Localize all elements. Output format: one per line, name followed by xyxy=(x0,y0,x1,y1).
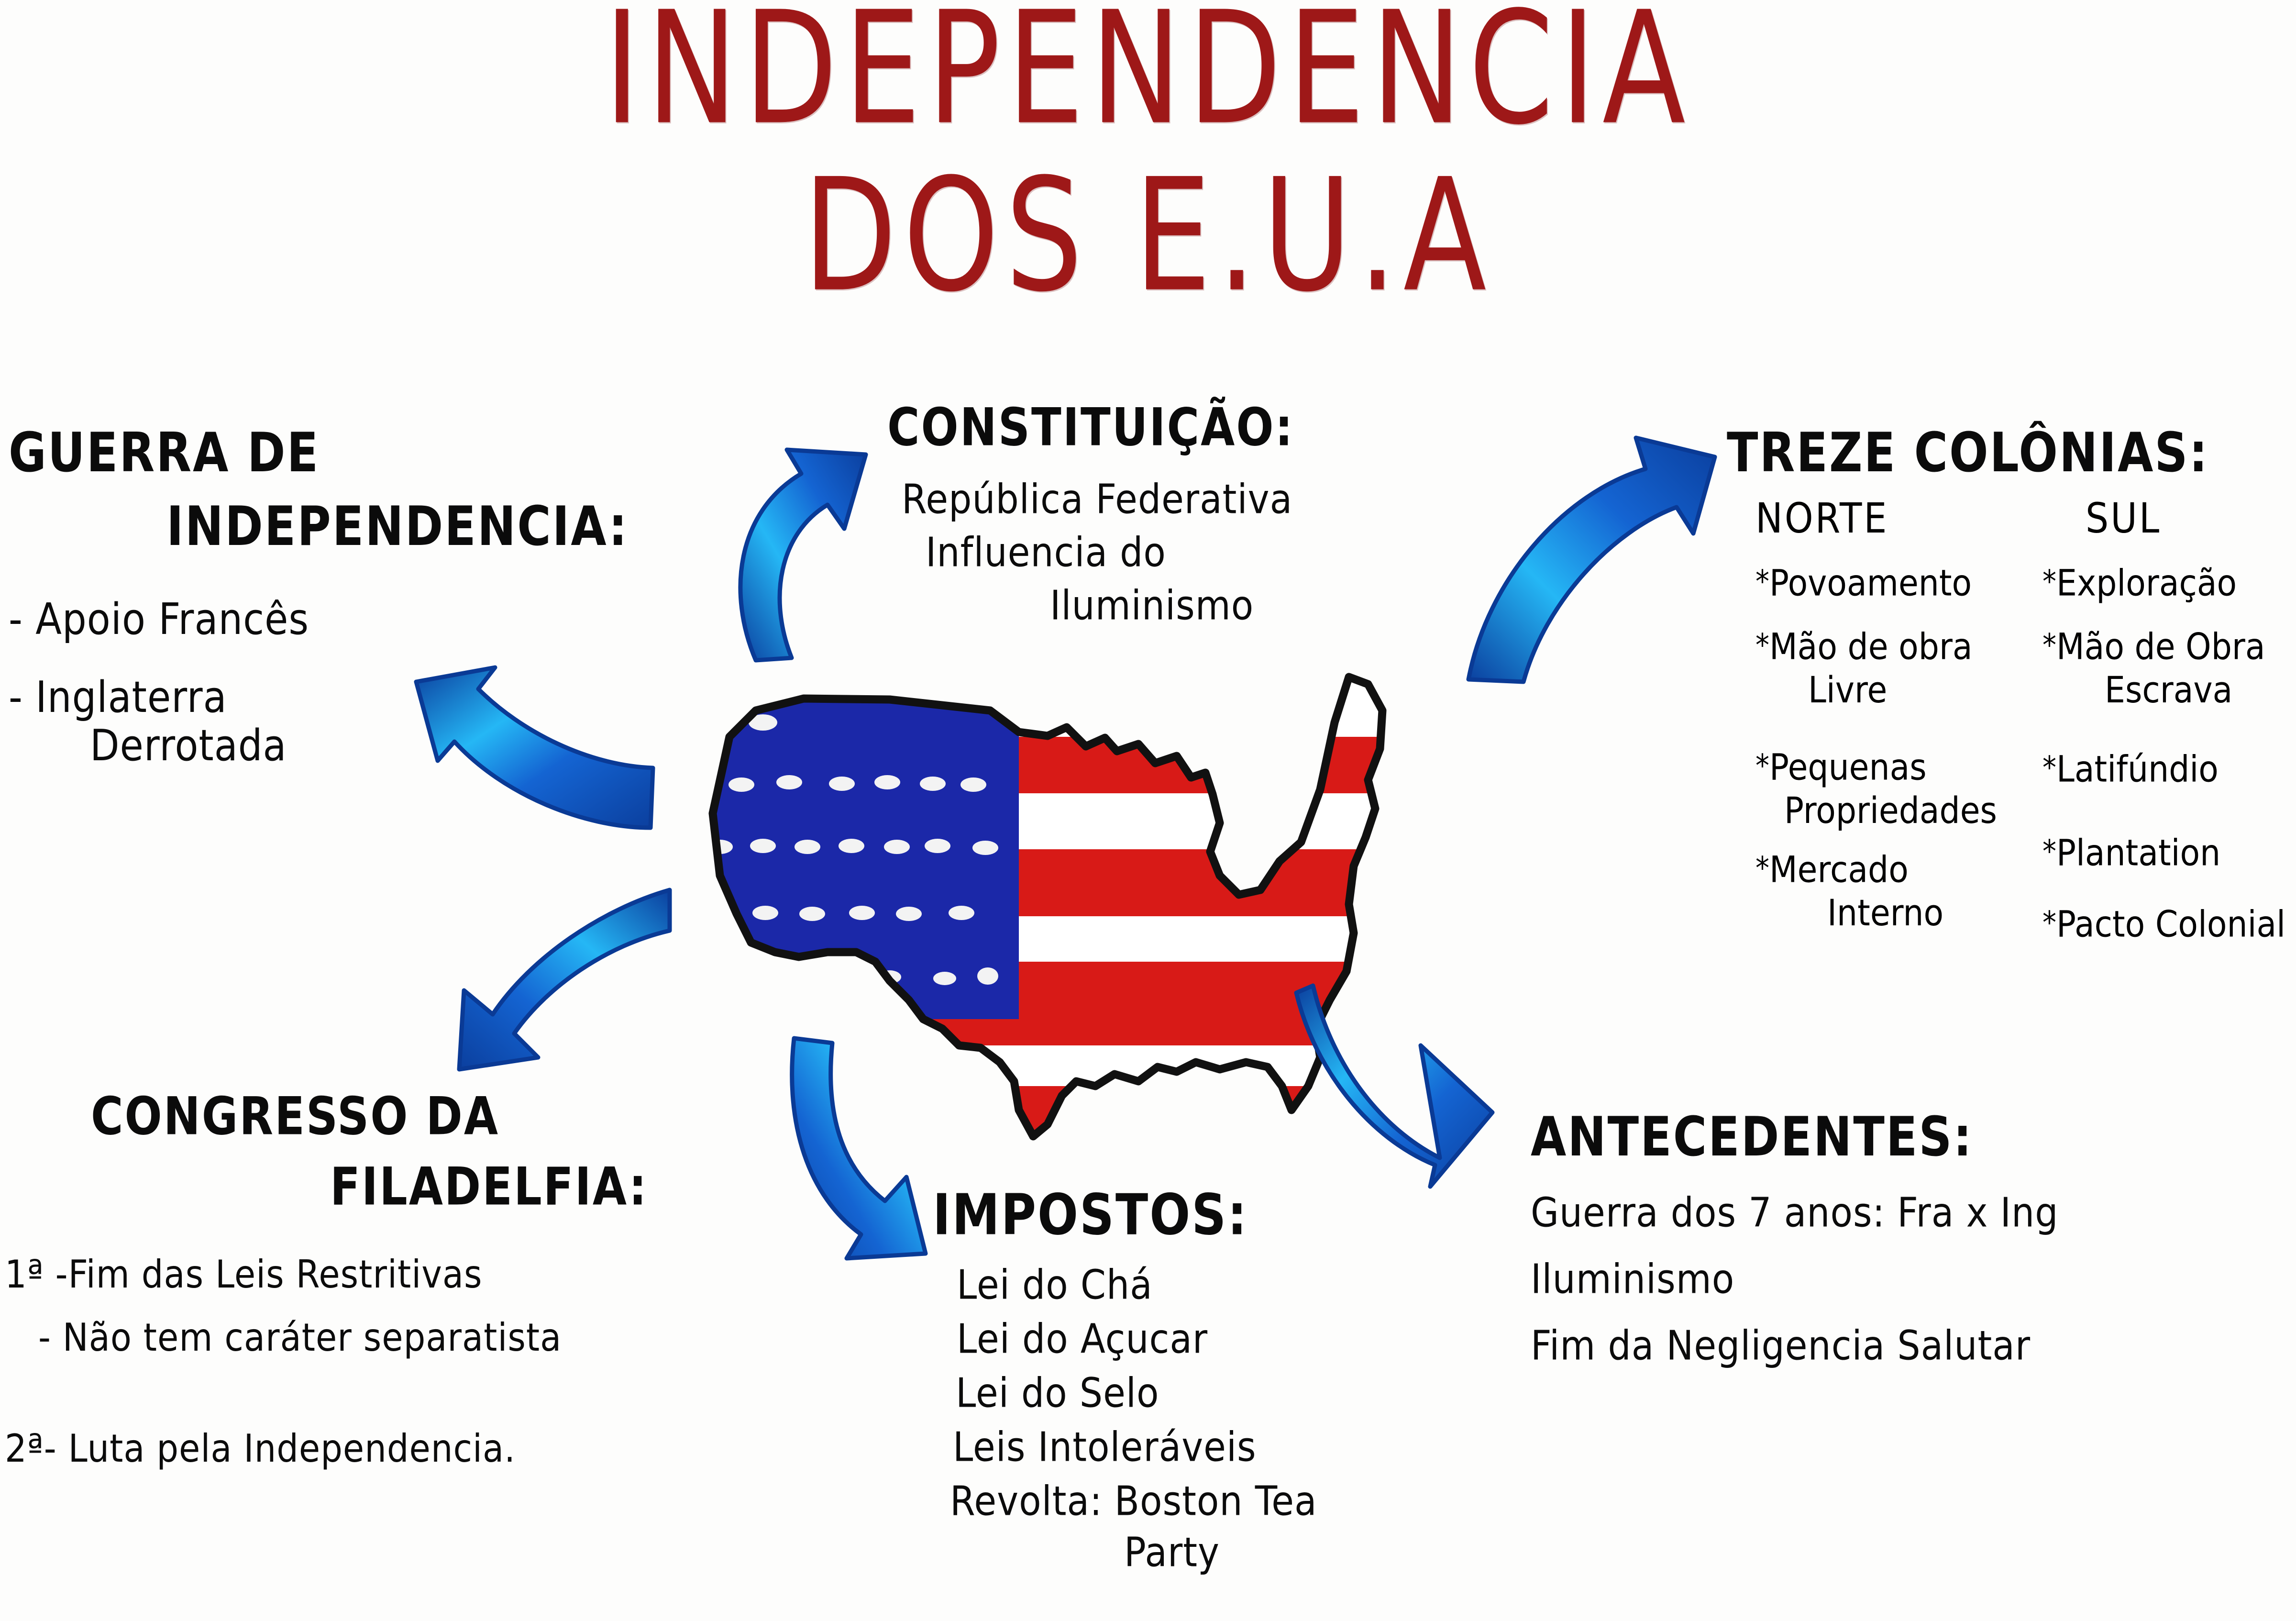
page-title: INDEPENDENCIA DOS E.U.A xyxy=(0,0,2296,313)
list-item-main: Latifúndio xyxy=(2056,748,2219,791)
list-item: *Povoamento xyxy=(1755,562,1997,604)
constituicao-heading: CONSTITUIÇÃO: xyxy=(887,397,1294,458)
guerra-item-1: - Inglaterra xyxy=(9,672,227,722)
constituicao-item-0: República Federativa xyxy=(902,475,1293,523)
section-congresso-filadelfia: CONGRESSO DA FILADELFIA: 1ª -Fim das Lei… xyxy=(5,1086,648,1471)
antecedentes-item-1: Iluminismo xyxy=(1531,1255,1735,1303)
star-bullet-icon: * xyxy=(2042,563,2056,600)
list-item-main: Plantation xyxy=(2056,832,2221,875)
list-item-sub: Livre xyxy=(1808,669,1888,712)
star-bullet-icon: * xyxy=(1755,850,1769,887)
impostos-item-0: Lei do Chá xyxy=(957,1261,1153,1309)
arrow-to-congresso xyxy=(421,871,718,1120)
arrow-to-guerra xyxy=(383,622,689,890)
guerra-heading-line-1: GUERRA DE xyxy=(9,421,320,485)
star-bullet-icon: * xyxy=(1755,563,1769,600)
list-item: *Exploração xyxy=(2042,562,2285,604)
list-item: *Pequenas Propriedades xyxy=(1755,746,1997,832)
congresso-item-2: 2ª- Luta pela Independencia. xyxy=(5,1426,516,1471)
congresso-heading-line-2: FILADELFIA: xyxy=(330,1156,648,1217)
section-guerra-independencia: GUERRA DE INDEPENDENCIA: - Apoio Francês… xyxy=(9,421,629,770)
list-item-main: Exploração xyxy=(2056,562,2237,605)
congresso-heading-line-1: CONGRESSO DA xyxy=(91,1086,500,1147)
treze-colonias-heading: TREZE COLÔNIAS: xyxy=(1727,421,2209,485)
arrow-to-antecedentes xyxy=(1287,976,1555,1225)
antecedentes-item-2: Fim da Negligencia Salutar xyxy=(1531,1321,2031,1369)
guerra-heading-line-2: INDEPENDENCIA: xyxy=(166,495,629,558)
list-item-main: Mão de Obra xyxy=(2056,626,2265,668)
antecedentes-item-0: Guerra dos 7 anos: Fra x Ing xyxy=(1531,1188,2059,1236)
column-header-norte: NORTE xyxy=(1755,494,1889,543)
section-treze-colonias: TREZE COLÔNIAS: NORTE *Povoamento *Mão d… xyxy=(1727,421,2291,945)
constituicao-item-2: Iluminismo xyxy=(1050,581,1254,629)
guerra-item-2: Derrotada xyxy=(90,721,287,771)
list-item-main: Povoamento xyxy=(1769,562,1972,605)
usa-outline xyxy=(708,673,1387,1141)
constituicao-item-1: Influencia do xyxy=(926,528,1166,576)
list-item-sub: Escrava xyxy=(2105,669,2233,712)
title-line-1: INDEPENDENCIA xyxy=(604,0,1692,159)
arrow-to-treze-colonias xyxy=(1454,411,1751,689)
star-bullet-icon: * xyxy=(1755,747,1769,784)
list-item-sub: Interno xyxy=(1827,892,1944,935)
impostos-item-5: Party xyxy=(1124,1528,1220,1576)
list-item: *Mão de Obra Escrava xyxy=(2042,626,2285,711)
arrow-to-impostos xyxy=(765,1029,966,1297)
impostos-heading: IMPOSTOS: xyxy=(933,1182,1248,1248)
list-item-main: Mão de obra xyxy=(1769,626,1973,668)
arrow-to-constituicao xyxy=(684,421,885,670)
congresso-item-1: - Não tem caráter separatista xyxy=(38,1315,562,1360)
list-item-main: Pequenas xyxy=(1769,746,1927,789)
treze-colonias-column-norte: NORTE *Povoamento *Mão de obra Livre *Pe… xyxy=(1755,494,1997,934)
impostos-item-1: Lei do Açucar xyxy=(957,1315,1208,1363)
column-header-sul: SUL xyxy=(2086,494,2162,543)
guerra-item-0: - Apoio Francês xyxy=(9,594,309,644)
list-item: *Plantation xyxy=(2042,832,2285,874)
antecedentes-heading: ANTECEDENTES: xyxy=(1531,1105,1973,1169)
list-item: *Mão de obra Livre xyxy=(1755,626,1997,711)
impostos-item-4: Revolta: Boston Tea xyxy=(950,1477,1317,1525)
treze-colonias-column-sul: SUL *Exploração *Mão de Obra Escrava *La… xyxy=(2042,494,2285,945)
congresso-item-0: 1ª -Fim das Leis Restritivas xyxy=(5,1252,483,1297)
list-item-main: Mercado xyxy=(1769,849,1909,891)
star-bullet-icon: * xyxy=(1755,627,1769,664)
section-antecedentes: ANTECEDENTES: Guerra dos 7 anos: Fra x I… xyxy=(1531,1105,2059,1369)
impostos-item-2: Lei do Selo xyxy=(956,1369,1159,1417)
list-item-main: Pacto Colonial xyxy=(2056,903,2286,946)
star-bullet-icon: * xyxy=(2042,627,2056,664)
list-item: *Latifúndio xyxy=(2042,748,2285,790)
section-impostos: IMPOSTOS: Lei do Chá Lei do Açucar Lei d… xyxy=(933,1182,1317,1576)
star-bullet-icon: * xyxy=(2042,749,2056,786)
star-bullet-icon: * xyxy=(2042,833,2056,870)
list-item-sub: Propriedades xyxy=(1784,789,1997,833)
section-constituicao: CONSTITUIÇÃO: República Federativa Influ… xyxy=(887,397,1294,629)
title-line-2: DOS E.U.A xyxy=(803,145,1493,326)
star-bullet-icon: * xyxy=(2042,904,2056,941)
list-item: *Mercado Interno xyxy=(1755,849,1997,934)
list-item: *Pacto Colonial xyxy=(2042,903,2285,945)
impostos-item-3: Leis Intoleráveis xyxy=(953,1423,1257,1471)
